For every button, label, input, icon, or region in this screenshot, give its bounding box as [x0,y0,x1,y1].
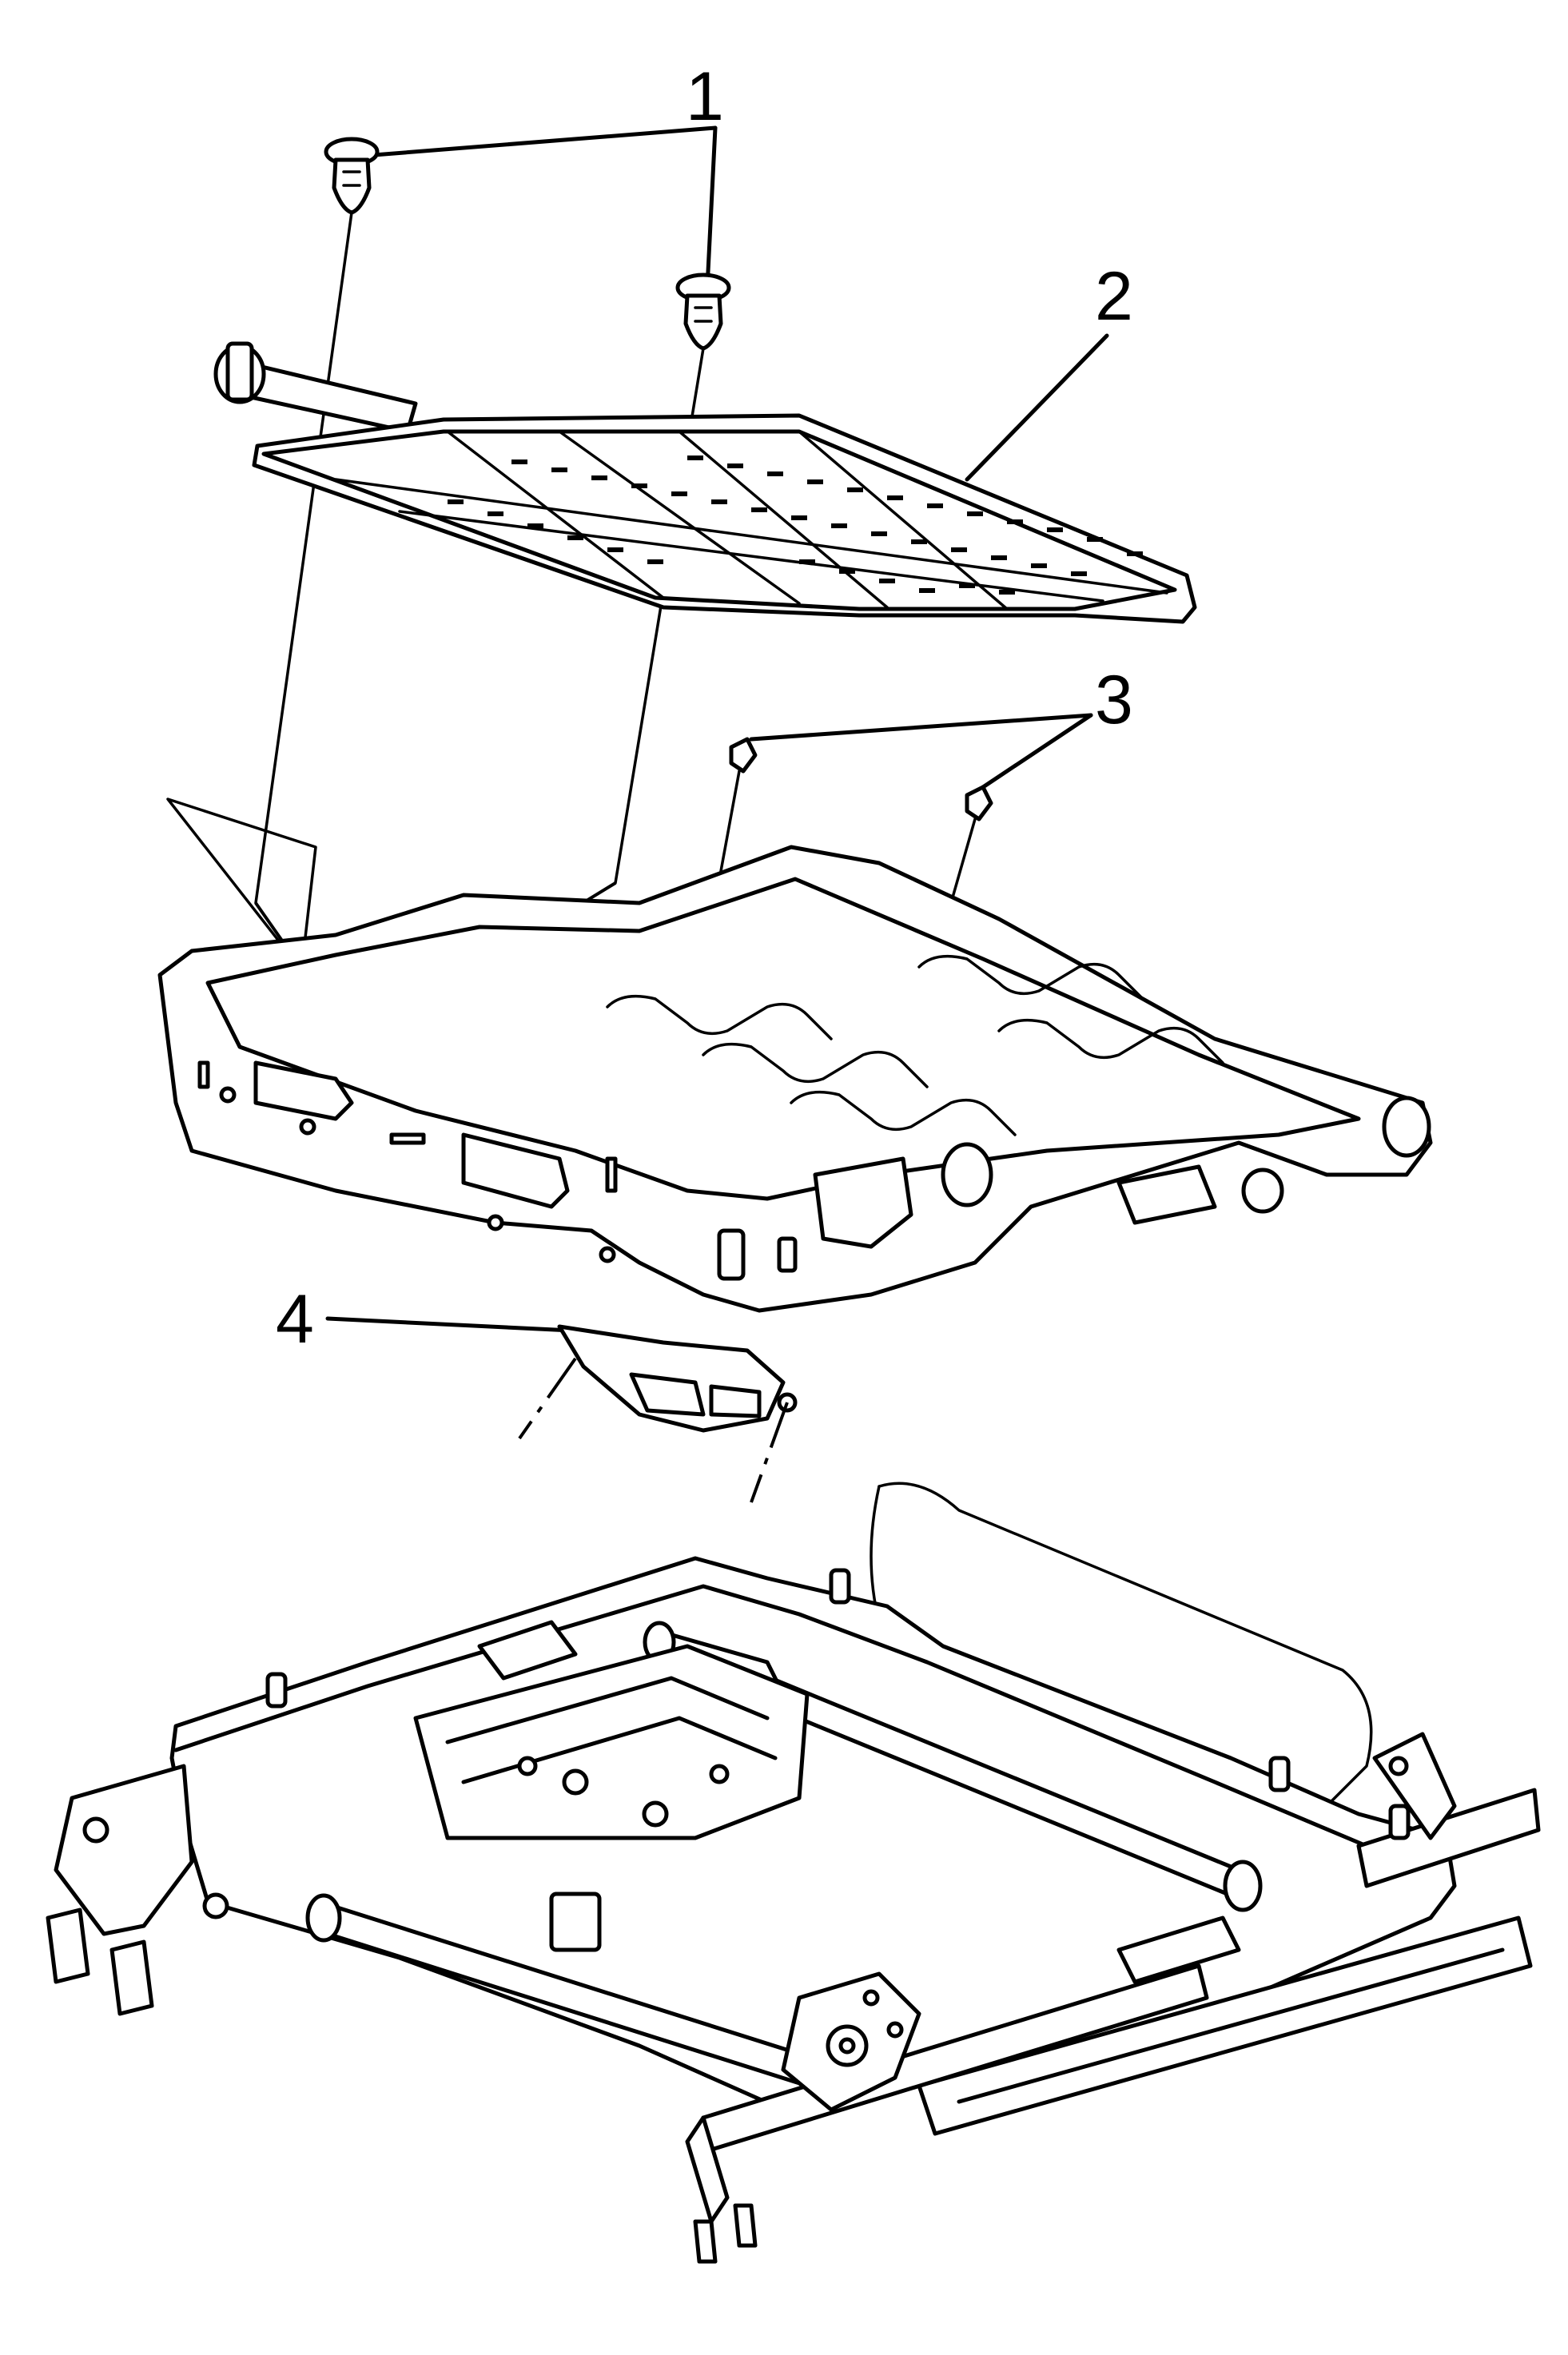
callout-3-label: 3 [1095,662,1133,738]
installation-lines-1 [166,211,705,1008]
callout-4: 4 [276,1281,574,1358]
callout-2-label: 2 [1095,258,1133,335]
switch-bracket-icon [557,1324,798,1433]
perforated-seat-cushion-panel-icon [213,341,1197,624]
perforation-pattern [448,455,1143,595]
installation-lines-4 [518,1357,789,1503]
callout-3: 3 [749,662,1133,790]
seat-adjuster-track-assembly [46,1482,1541,2264]
callout-1-label: 1 [686,58,724,135]
push-pin-retainer-icon [324,137,731,351]
seat-cushion-frame [157,845,1433,1313]
callout-1: 1 [361,58,724,290]
callout-2: 2 [965,258,1133,482]
callout-4-label: 4 [276,1281,314,1358]
